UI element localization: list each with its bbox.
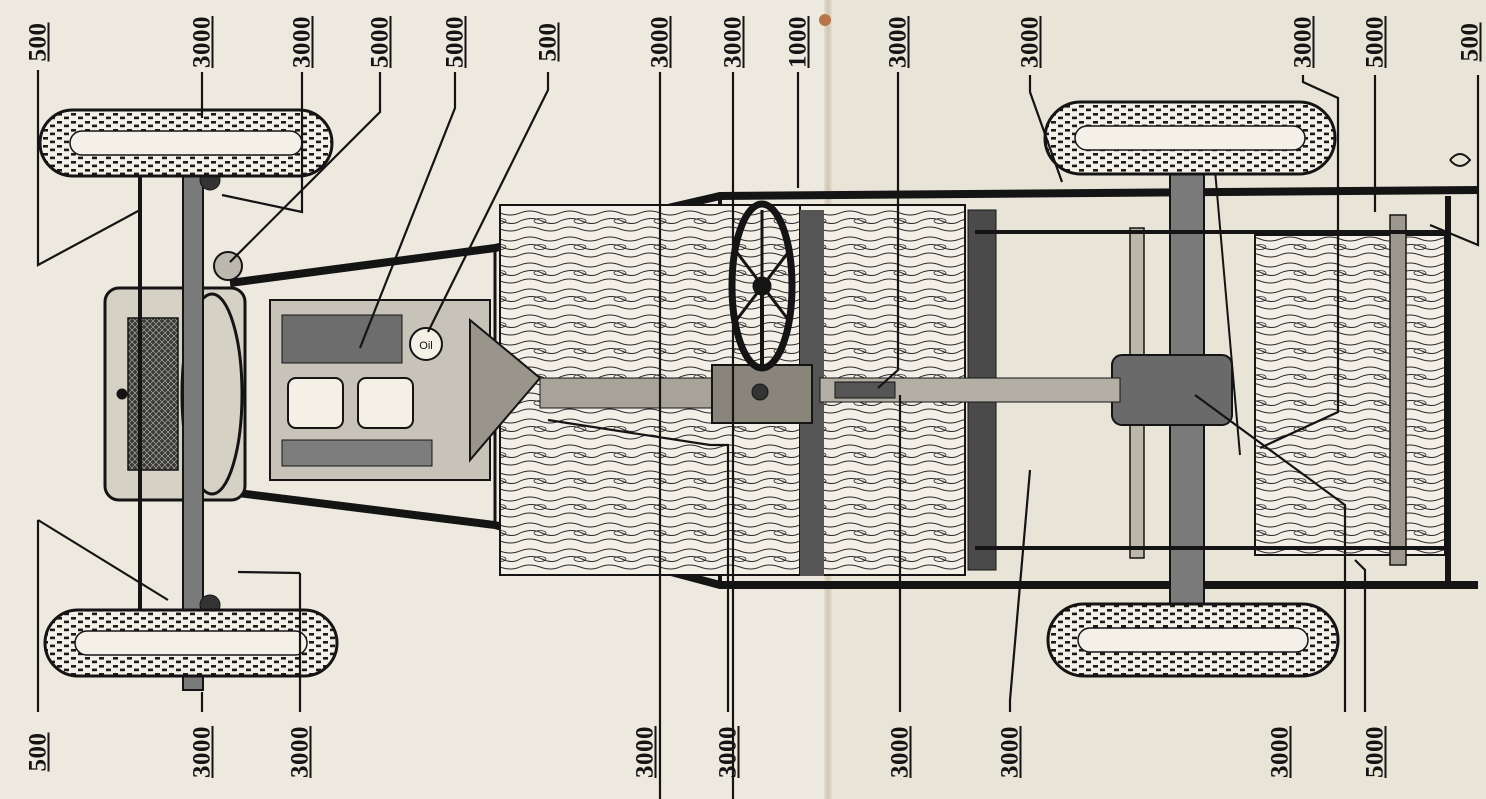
front-left-tire xyxy=(38,108,334,178)
callout-top-11: 3000 xyxy=(1016,16,1044,68)
callout-top-4: 5000 xyxy=(366,16,394,68)
callout-top-10: 3000 xyxy=(884,16,912,68)
callout-top-14: 500 xyxy=(1456,22,1484,62)
callout-top-12: 3000 xyxy=(1289,16,1317,68)
callout-bottom-1: 500 xyxy=(24,732,52,772)
callout-bottom-5: 3000 xyxy=(714,726,742,778)
callout-top-6: 500 xyxy=(534,22,562,62)
engine: Oil xyxy=(269,299,542,481)
tires xyxy=(38,100,1340,678)
rear-left-tire xyxy=(1043,100,1337,176)
leader-lines xyxy=(36,70,1480,799)
callout-top-2: 3000 xyxy=(188,16,216,68)
page-marks xyxy=(819,14,1472,167)
callout-top-7: 3000 xyxy=(646,16,674,68)
callout-bottom-8: 3000 xyxy=(1266,726,1294,778)
callout-top-1: 500 xyxy=(24,22,52,62)
callout-top-8: 3000 xyxy=(719,16,747,68)
callout-top-13: 5000 xyxy=(1361,16,1389,68)
callout-bottom-7: 3000 xyxy=(996,726,1024,778)
callout-top-5: 5000 xyxy=(441,16,469,68)
callout-bottom-3: 3000 xyxy=(286,726,314,778)
callout-bottom-6: 3000 xyxy=(886,726,914,778)
callout-top-3: 3000 xyxy=(288,16,316,68)
oil-tag: Oil xyxy=(419,340,432,352)
callout-bottom-9: 5000 xyxy=(1361,726,1389,778)
rear-right-tire xyxy=(1046,602,1340,678)
callout-top-9: 1000 xyxy=(784,16,812,68)
driveshaft xyxy=(539,364,1121,424)
callout-bottom-2: 3000 xyxy=(188,726,216,778)
radiator xyxy=(103,286,247,502)
front-right-tire xyxy=(43,608,339,678)
callout-bottom-4: 3000 xyxy=(631,726,659,778)
front-axle xyxy=(138,109,243,691)
